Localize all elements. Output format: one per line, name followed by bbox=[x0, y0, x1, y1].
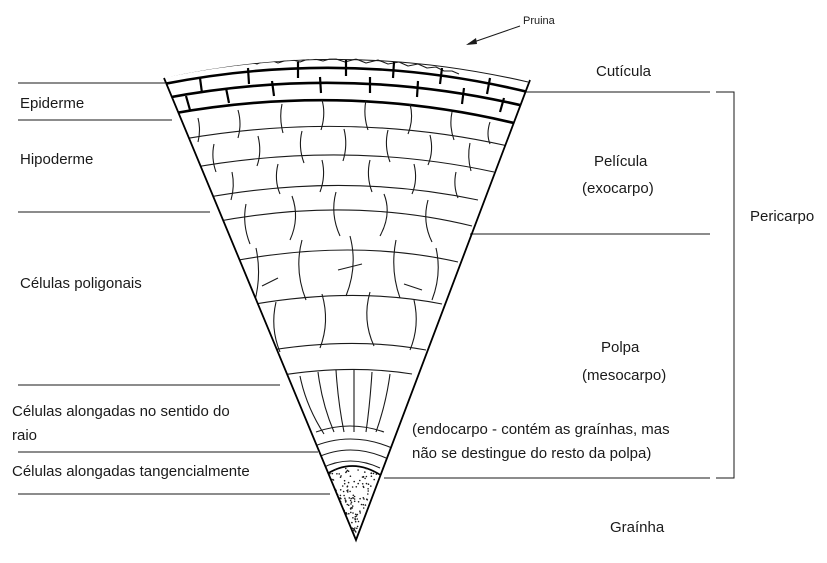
label-endocarpo-1: (endocarpo - contém as graínhas, mas bbox=[412, 421, 670, 438]
pruina-arrowhead bbox=[466, 38, 477, 45]
label-pericarpo: Pericarpo bbox=[750, 208, 814, 225]
label-exocarpo: (exocarpo) bbox=[582, 180, 654, 197]
label-celulas-raio-1: Células alongadas no sentido do bbox=[12, 403, 230, 420]
label-hipoderme: Hipoderme bbox=[20, 151, 93, 168]
label-celulas-raio-2: raio bbox=[12, 427, 37, 444]
label-pelicula: Película bbox=[594, 153, 648, 170]
label-grainha: Graínha bbox=[610, 519, 665, 536]
label-mesocarpo: (mesocarpo) bbox=[582, 367, 666, 384]
label-endocarpo-2: não se destingue do resto da polpa) bbox=[412, 445, 651, 462]
seed bbox=[324, 466, 382, 540]
pericarpo-bracket bbox=[716, 92, 734, 478]
label-celulas-poligonais: Células poligonais bbox=[20, 275, 142, 292]
label-celulas-tangenciais: Células alongadas tangencialmente bbox=[12, 463, 250, 480]
label-cuticula: Cutícula bbox=[596, 63, 652, 80]
label-pruina: Pruina bbox=[523, 15, 556, 27]
label-epiderme: Epiderme bbox=[20, 95, 84, 112]
label-polpa: Polpa bbox=[601, 339, 640, 356]
diagram-labels: Pruina Cutícula Epiderme Hipoderme Pelíc… bbox=[12, 15, 814, 536]
